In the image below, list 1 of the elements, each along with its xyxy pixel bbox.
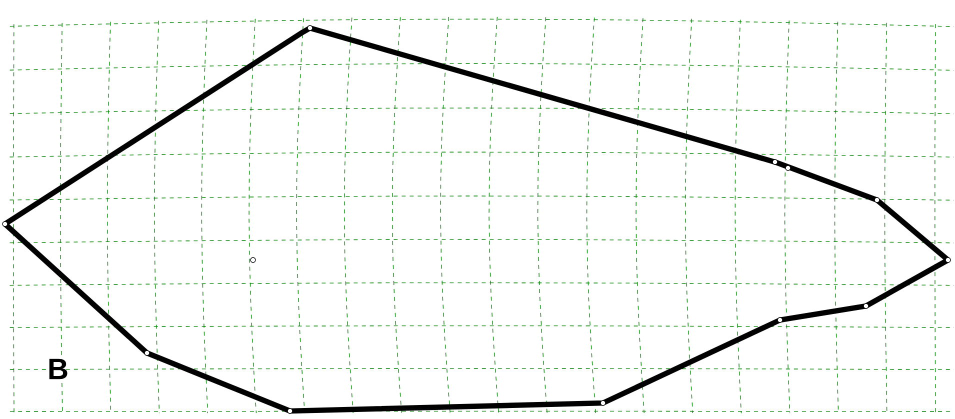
panel-letter: B: [49, 358, 68, 380]
